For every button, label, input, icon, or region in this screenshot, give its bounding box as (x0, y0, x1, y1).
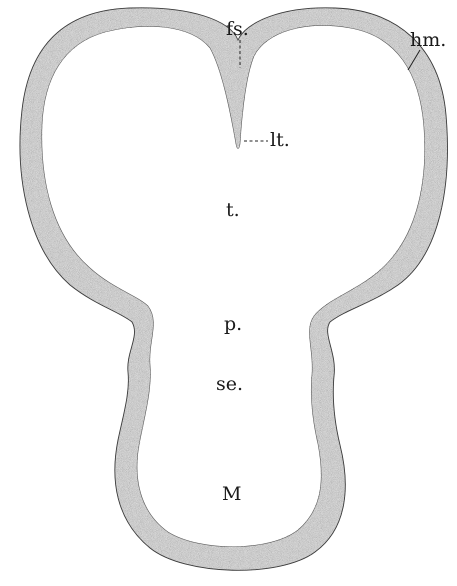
label-fs: fs. (226, 18, 249, 40)
label-lt: lt. (270, 129, 290, 151)
label-t: t. (226, 199, 240, 221)
label-p: p. (224, 313, 242, 335)
label-se: se. (216, 373, 243, 395)
label-hm: hm. (410, 29, 446, 51)
label-M: M (222, 483, 241, 505)
